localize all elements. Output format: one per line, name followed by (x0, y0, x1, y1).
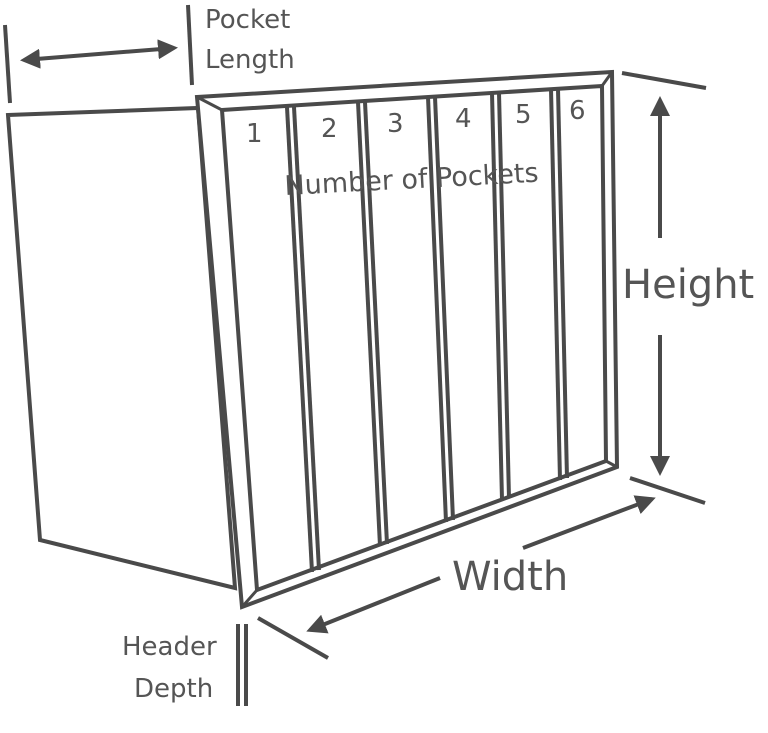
pocket-number: 6 (569, 96, 586, 126)
width-arrow-left (306, 576, 441, 634)
width-arrow-right (522, 495, 656, 550)
pocket-dividers (285, 88, 569, 573)
pocket-length-arrow (20, 39, 178, 69)
pocket-number: 4 (455, 104, 472, 134)
pocket-length-label: Pocket (205, 5, 290, 35)
pocket-length-label: Length (205, 45, 295, 75)
width-label: Width (452, 554, 568, 600)
pocket-number: 2 (321, 114, 338, 144)
pocket-number: 3 (387, 109, 404, 139)
header-depth-label: Depth (134, 674, 213, 704)
pocket-number: 5 (515, 100, 532, 130)
header-depth-label: Header (122, 632, 217, 662)
pocket-side-panel (5, 105, 238, 591)
height-label: Height (622, 262, 754, 308)
pocket-number: 1 (246, 119, 263, 149)
